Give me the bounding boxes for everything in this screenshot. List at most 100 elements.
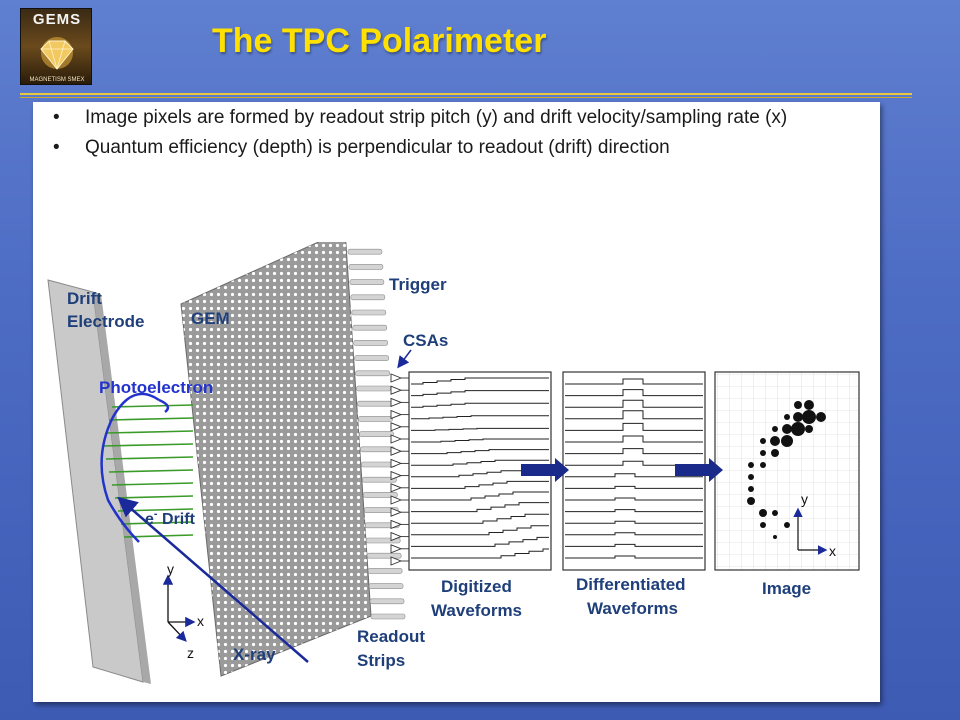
digitized-waveform [411, 377, 549, 385]
readout-strip [363, 492, 398, 498]
digitized-waveform [411, 536, 549, 547]
csa-column [390, 373, 409, 566]
csa-icon [390, 385, 403, 395]
differentiated-waveform [565, 399, 703, 408]
digitized-waveform-panel [408, 371, 552, 571]
gems-logo: GEMS MAGNETISM SMEX [20, 8, 92, 85]
image-axis-y-label: y [801, 491, 808, 507]
image-pixel-dot [784, 414, 790, 420]
digitized-waveform [411, 480, 549, 489]
image-pixel-dot [771, 449, 779, 457]
readout-strip [347, 248, 383, 255]
differentiated-waveform [565, 509, 703, 513]
differentiated-waveform [565, 485, 703, 489]
readout-strip [363, 507, 399, 513]
arrow-to-image [675, 458, 723, 482]
xray-line [117, 496, 309, 663]
bullet-item: • Image pixels are formed by readout stri… [53, 106, 875, 130]
photoelectron-track [100, 392, 160, 543]
csa-icon [390, 373, 403, 383]
tpc-diagram: y x y x z Drift Electrode GEM Trigger CS… [47, 242, 860, 684]
digitized-waveform [411, 415, 549, 420]
bullet-item: •Quantum efficiency (depth) is perpendic… [53, 136, 875, 160]
drift-line [105, 456, 194, 460]
drift-line [111, 404, 194, 408]
image-pixel-dot [781, 435, 793, 447]
differentiated-waveform [565, 448, 703, 455]
differentiated-waveform [565, 460, 703, 466]
arrow-to-differentiated [521, 458, 569, 482]
readout-strip [354, 355, 389, 361]
gems-logo-graphic [40, 37, 74, 70]
image-pixel-dot [760, 438, 766, 444]
readout-strip [353, 340, 389, 346]
differentiated-label-2: Waveforms [587, 599, 678, 618]
readout-strips [347, 248, 406, 620]
csa-icon [390, 446, 403, 456]
photoelectron-label: Photoelectron [99, 378, 213, 397]
readout-strip [368, 583, 404, 589]
bullet-dot-icon: • [53, 107, 60, 128]
drift-electrode-label-2: Electrode [67, 312, 144, 331]
csa-icon [390, 544, 403, 554]
readout-strips-label: Readout [357, 627, 425, 646]
csa-icon [390, 483, 403, 493]
image-pixel-dot [760, 522, 766, 528]
digitized-waveform [411, 548, 549, 559]
csa-icon [390, 531, 403, 542]
digitized-waveform [411, 502, 549, 513]
differentiated-label: Differentiated [576, 575, 686, 594]
readout-strip [355, 370, 390, 377]
digitized-waveform [411, 390, 549, 397]
readout-strip [361, 461, 396, 468]
digitized-waveform [411, 470, 549, 478]
drift-line [111, 482, 194, 486]
readout-strip [356, 385, 391, 392]
digitized-waveform [411, 449, 549, 455]
readout-strip [366, 552, 402, 559]
page-title: The TPC Polarimeter [212, 22, 547, 60]
bullet-text: Quantum efficiency (depth) is perpendicu… [85, 137, 670, 158]
readout-strip [367, 568, 403, 574]
drift-line [108, 417, 194, 421]
image-pixel-dot [782, 424, 792, 434]
csa-icon [390, 458, 403, 469]
differentiated-waveform [565, 497, 703, 501]
bullet-text: Image pixels are formed by readout strip… [85, 107, 788, 128]
drift-line [108, 469, 194, 473]
readout-strip [370, 613, 406, 620]
image-pixel-dot [747, 497, 755, 505]
image-pixel-dot [772, 510, 778, 516]
image-axis-x-label: x [829, 543, 836, 559]
readout-strip [362, 476, 397, 483]
xray-label: X-ray [233, 645, 276, 664]
axis-x-label: x [197, 613, 204, 629]
image-pixel-dot [748, 486, 754, 492]
image-pixel-dot [760, 450, 766, 456]
e-drift-label: e- Drift [145, 508, 196, 528]
slide-panel: • Image pixels are formed by readout stri… [33, 102, 880, 702]
readout-strip [350, 294, 386, 301]
differentiated-waveform [565, 422, 703, 431]
image-label: Image [762, 579, 811, 598]
image-pixel-dot [794, 401, 802, 409]
digitized-waveform [411, 513, 549, 524]
digitized-waveform [411, 402, 549, 408]
csa-icon [390, 397, 403, 408]
image-pixel-dot [802, 410, 816, 424]
image-pixel-dot [791, 422, 805, 436]
csa-icon [390, 409, 403, 420]
readout-strip [352, 324, 388, 331]
csas-label: CSAs [403, 331, 448, 350]
digitized-waveform [411, 438, 549, 443]
gem-label: GEM [191, 309, 230, 328]
axis-y-label: y [167, 561, 174, 577]
image-pixel-dot [772, 426, 778, 432]
title-divider [20, 93, 912, 95]
image-pixel-dot [759, 509, 767, 517]
differentiated-waveform [565, 378, 703, 385]
image-pixel-dot [784, 522, 790, 528]
drift-electrode-label: Drift [67, 289, 102, 308]
differentiated-waveform [565, 532, 703, 536]
csa-icon [390, 422, 403, 432]
